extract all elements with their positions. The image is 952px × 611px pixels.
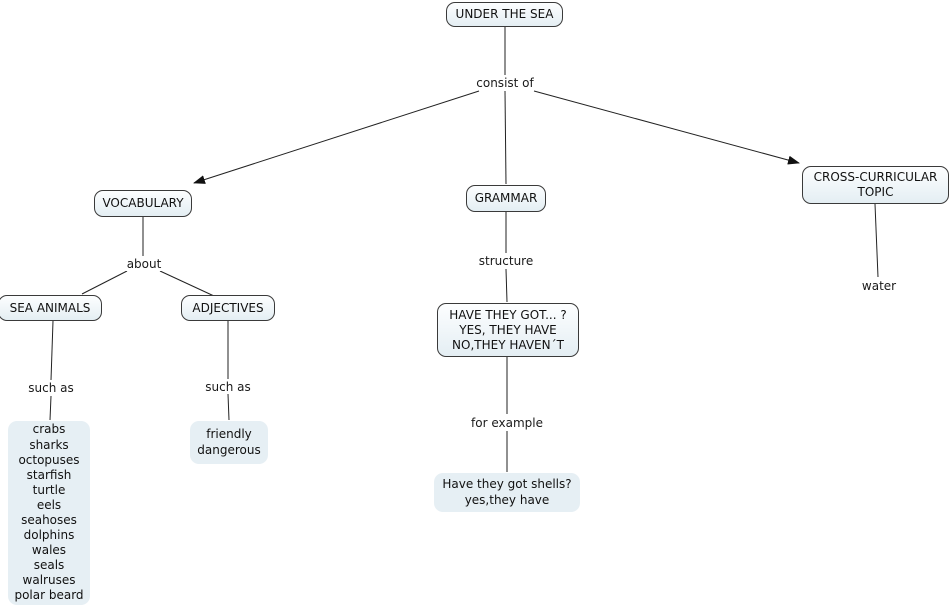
node-grammar[interactable]: GRAMMAR	[466, 185, 546, 212]
line-about-seaanimals	[81, 270, 128, 295]
node-grammar-example[interactable]: Have they got shells? yes,they have	[434, 473, 580, 512]
node-under-the-sea[interactable]: UNDER THE SEA	[446, 2, 563, 27]
node-cross-curricular-topic[interactable]: CROSS-CURRICULAR TOPIC	[802, 166, 949, 204]
link-structure[interactable]: structure	[475, 254, 537, 268]
line-consistof-vocabulary	[193, 90, 480, 184]
node-vocabulary[interactable]: VOCABULARY	[94, 190, 192, 217]
link-such-as-animals[interactable]: such as	[25, 381, 77, 395]
node-grammar-structure[interactable]: HAVE THEY GOT... ? YES, THEY HAVE NO,THE…	[437, 303, 579, 357]
node-sea-animals[interactable]: SEA ANIMALS	[0, 295, 102, 321]
line-about-adjectives	[159, 270, 215, 297]
line-structure-grammarstructure	[505, 268, 508, 303]
line-crosscurricular-water	[874, 203, 879, 278]
node-water[interactable]: water	[858, 279, 900, 293]
link-consist-of[interactable]: consist of	[473, 76, 537, 90]
line-consistof-crosscurricular	[533, 90, 800, 165]
line-suchas-adjectivelist	[227, 393, 230, 421]
line-suchas-animallist	[49, 395, 52, 421]
link-such-as-adjectives[interactable]: such as	[202, 380, 254, 394]
link-for-example[interactable]: for example	[468, 416, 546, 430]
line-seaanimals-suchas	[50, 320, 54, 381]
line-consistof-grammar	[504, 90, 507, 185]
link-about[interactable]: about	[123, 257, 165, 271]
node-adjective-list[interactable]: friendly dangerous	[190, 421, 268, 464]
node-adjectives[interactable]: ADJECTIVES	[181, 295, 275, 321]
node-animal-list[interactable]: crabs sharks octopuses starfish turtle e…	[8, 421, 90, 605]
